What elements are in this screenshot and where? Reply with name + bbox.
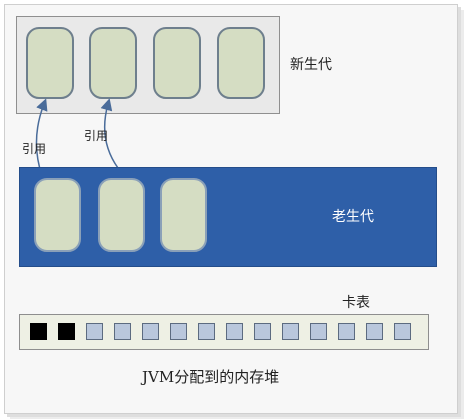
card-table xyxy=(19,314,429,350)
clean-card xyxy=(142,323,159,340)
young-gen-region xyxy=(217,27,265,99)
young-gen-region xyxy=(89,27,137,99)
heap-label: JVM分配到的内存堆 xyxy=(142,368,280,386)
old-generation-area: 老生代 xyxy=(19,167,437,267)
old-gen-region xyxy=(160,178,207,252)
clean-card xyxy=(170,323,187,340)
old-gen-region xyxy=(34,178,81,252)
young-generation-area xyxy=(16,16,280,114)
clean-card xyxy=(366,323,383,340)
card-table-label: 卡表 xyxy=(342,295,370,311)
young-gen-label: 新生代 xyxy=(290,57,332,73)
clean-card xyxy=(86,323,103,340)
clean-card xyxy=(254,323,271,340)
clean-card xyxy=(198,323,215,340)
young-gen-region xyxy=(26,27,74,99)
clean-card xyxy=(114,323,131,340)
clean-card xyxy=(338,323,355,340)
old-gen-region xyxy=(98,178,145,252)
young-gen-region xyxy=(153,27,201,99)
clean-card xyxy=(226,323,243,340)
reference-label: 引用 xyxy=(22,142,47,156)
clean-card xyxy=(282,323,299,340)
old-gen-label: 老生代 xyxy=(332,209,374,225)
dirty-card xyxy=(30,323,47,340)
reference-label: 引用 xyxy=(84,129,109,143)
clean-card xyxy=(310,323,327,340)
clean-card xyxy=(394,323,411,340)
dirty-card xyxy=(58,323,75,340)
